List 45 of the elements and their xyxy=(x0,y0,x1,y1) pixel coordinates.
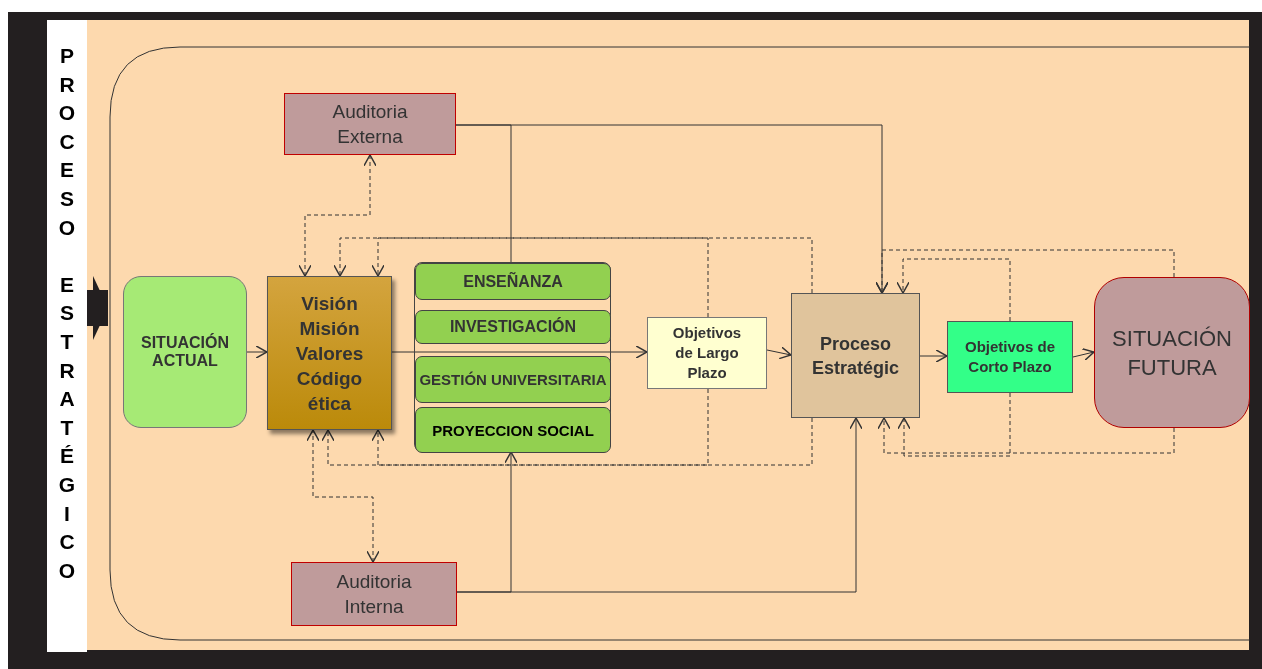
process-box xyxy=(647,317,767,389)
node-label: SITUACIÓN FUTURA xyxy=(1111,324,1233,382)
arrow xyxy=(766,346,792,360)
process-box xyxy=(791,293,920,418)
arrow xyxy=(1072,347,1095,362)
process-box xyxy=(123,276,247,428)
process-box xyxy=(415,407,611,453)
dashed-arrow xyxy=(875,249,1175,294)
title-strip xyxy=(47,20,87,652)
process-box xyxy=(415,310,611,344)
dashed-arrow xyxy=(371,388,709,466)
node-label: SITUACIÓN ACTUAL xyxy=(140,334,230,370)
arrow xyxy=(919,349,948,363)
dashed-arrow xyxy=(897,392,1011,457)
node-label: Auditoria Externa xyxy=(331,100,409,149)
node-label: ENSEÑANZA xyxy=(463,272,563,291)
node-label: Auditoria Interna xyxy=(335,570,413,619)
arrow xyxy=(456,451,518,593)
node-label: Proceso Estratégic xyxy=(810,332,900,380)
node-label: PROYECCION SOCIAL xyxy=(432,420,594,440)
process-box xyxy=(291,562,457,626)
dashed-arrow xyxy=(896,258,1011,322)
node-label: INVESTIGACIÓN xyxy=(449,318,577,336)
process-box xyxy=(947,321,1073,393)
dashed-arrow xyxy=(306,429,380,563)
node-label: Objetivos de Corto Plazo xyxy=(964,337,1056,377)
connector-line xyxy=(455,124,512,263)
arrow xyxy=(246,345,268,359)
dashed-arrow xyxy=(298,154,377,277)
node-label: GESTIÓN UNIVERSITARIA xyxy=(419,370,607,389)
dashed-arrow xyxy=(321,417,813,466)
vertical-title: PROCESO ESTRATÉGICO xyxy=(58,43,76,584)
arrow xyxy=(391,345,648,359)
process-box xyxy=(267,276,392,430)
process-box xyxy=(415,263,611,300)
dashed-arrow xyxy=(877,417,1175,454)
dashed-arrow xyxy=(371,237,709,318)
node-label: Visión Misión Valores Código ética xyxy=(294,291,365,416)
node-label: Objetivos de Largo Plazo xyxy=(671,323,743,383)
process-box xyxy=(284,93,456,155)
dashed-arrow xyxy=(333,237,813,294)
rounded-box xyxy=(1094,277,1250,428)
process-box xyxy=(415,356,611,403)
block-arrow xyxy=(87,276,108,340)
group-box xyxy=(414,262,611,452)
